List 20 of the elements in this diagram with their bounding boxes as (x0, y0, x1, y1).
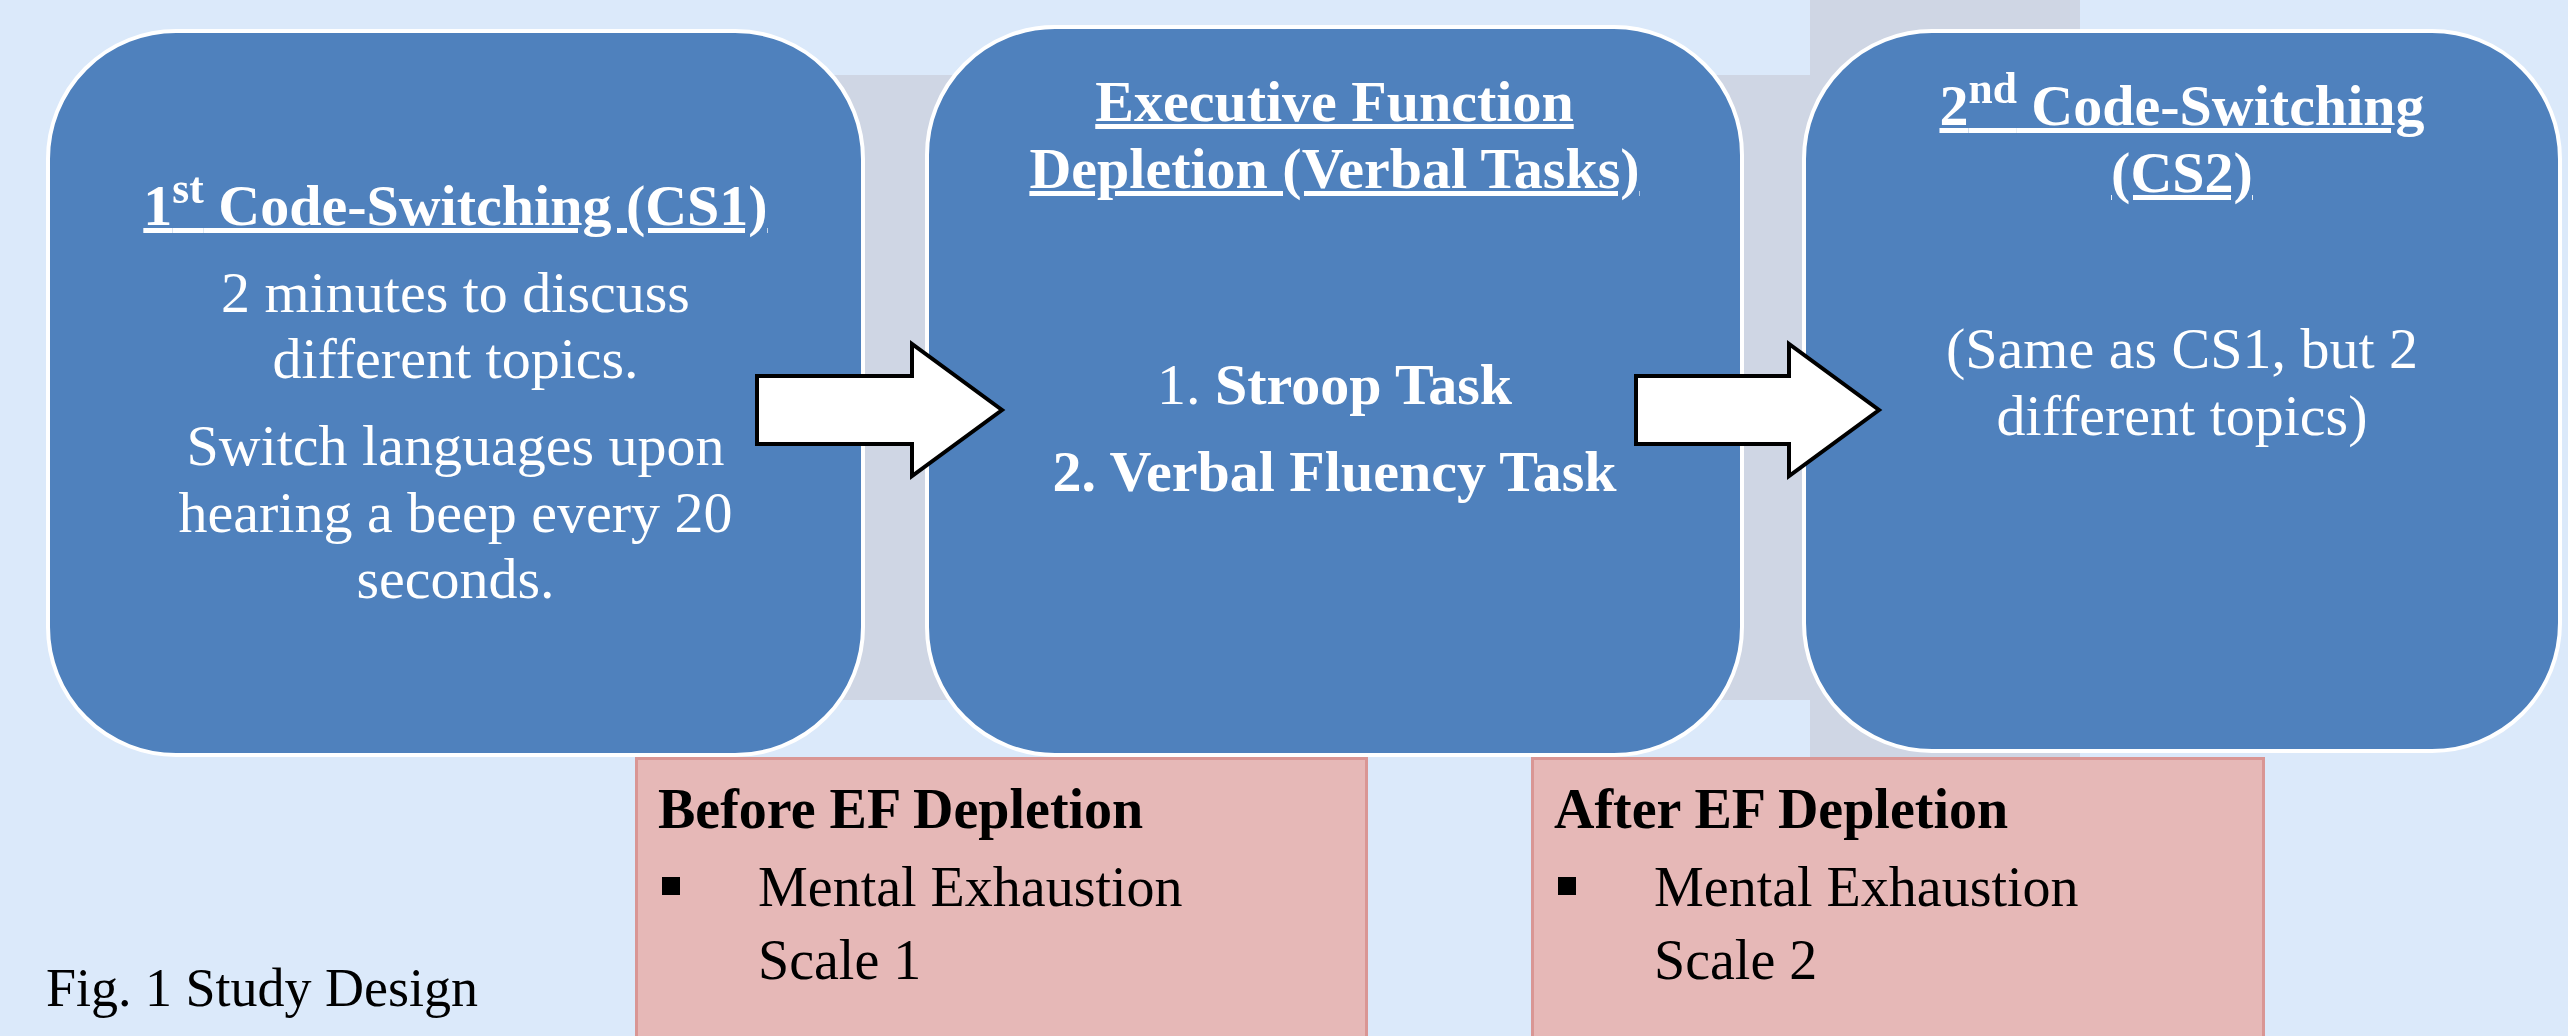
box-text: 1. Stroop Task (1156, 352, 1513, 420)
note-box (1531, 757, 2265, 1036)
box-text: 2. Verbal Fluency Task (1052, 439, 1617, 506)
box-text: (Same as CS1, but 2 different topics) (1944, 316, 2419, 450)
note-box (635, 757, 1368, 1036)
box-heading: Executive Function Depletion (Verbal Tasks) (1028, 69, 1641, 203)
process-box (1802, 29, 2562, 753)
note-heading: Before EF Depletion (658, 777, 1144, 842)
box-heading: 2$^{nd}$ Code-Switching (CS2) (1938, 73, 2426, 207)
process-box (925, 25, 1744, 757)
block-arrow (755, 340, 1006, 480)
note-text: Mental Exhaustion Scale 2 (1654, 855, 2080, 993)
caption: Fig. 1 Study Design (46, 957, 479, 1020)
note-heading: After EF Depletion (1554, 777, 2009, 842)
process-box (46, 29, 865, 757)
box-heading: 1$^{st}$ Code-Switching (CS1) (143, 172, 768, 240)
note-text: Mental Exhaustion Scale 1 (758, 855, 1184, 993)
block-arrow (1634, 340, 1883, 480)
box-text: Switch languages upon hearing a beep every 20 seconds. (177, 413, 734, 614)
box-text: 2 minutes to discuss different topics. (220, 259, 691, 393)
